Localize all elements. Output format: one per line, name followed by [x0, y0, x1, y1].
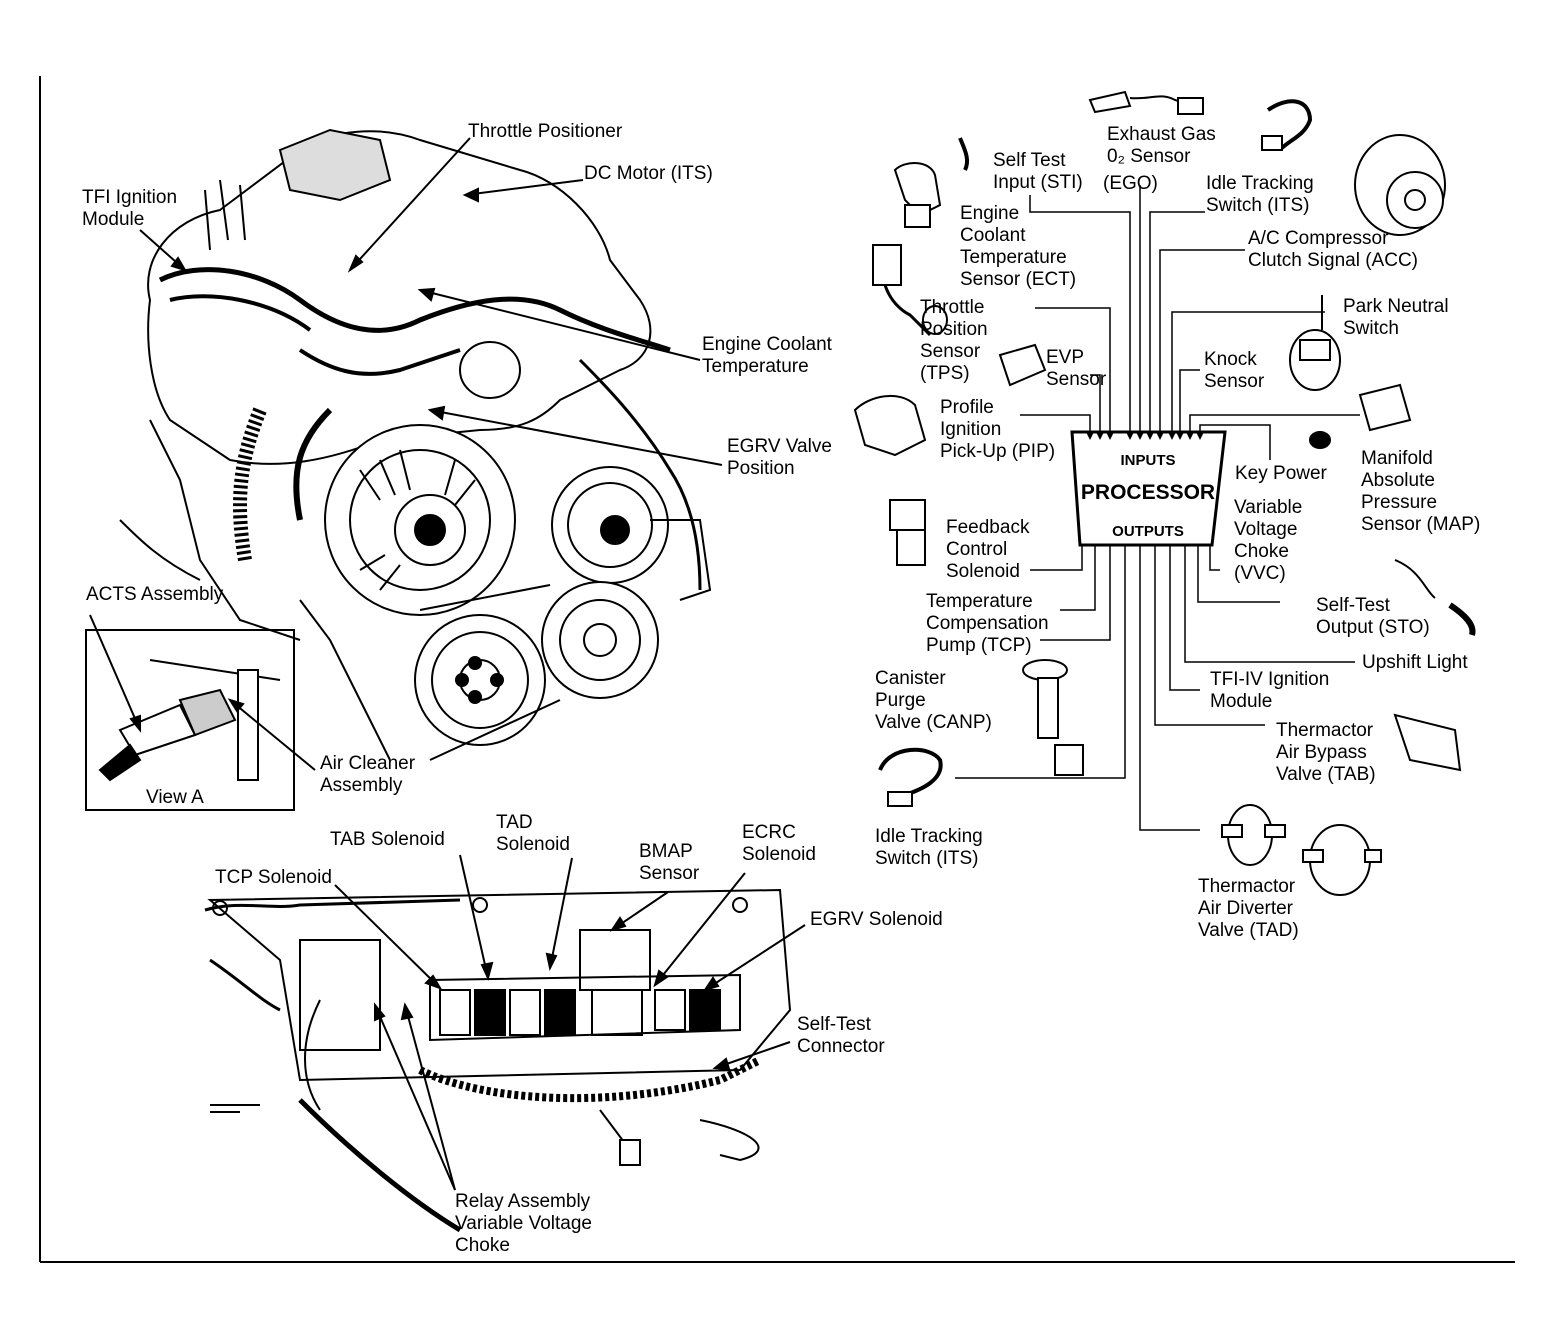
self-test-connector-label: Self-Test Connector	[797, 1014, 885, 1057]
relay-leader-lines	[334, 854, 806, 1191]
idle-tracking-switch-output-label: Idle Tracking Switch (ITS)	[875, 826, 983, 869]
egrv-valve-position-label: EGRV Valve Position	[727, 436, 832, 479]
exhaust-gas-sensor-label: Exhaust Gas 0₂ Sensor	[1107, 124, 1216, 167]
tcp-solenoid-label: TCP Solenoid	[215, 867, 332, 888]
ecrc-solenoid-label: ECRC Solenoid	[742, 822, 816, 865]
tps-sensor-label: Throttle Position Sensor (TPS)	[920, 297, 988, 384]
throttle-positioner-label: Throttle Positioner	[468, 121, 623, 142]
air-cleaner-assembly-label: Air Cleaner Assembly	[320, 753, 416, 796]
engine-coolant-temperature-label: Engine Coolant Temperature	[702, 334, 832, 377]
tcp-pump-label: Temperature Compensation Pump (TCP)	[926, 591, 1049, 656]
map-sensor-label: Manifold Absolute Pressure Sensor (MAP)	[1361, 448, 1481, 535]
ac-compressor-signal-label: A/C Compressor Clutch Signal (ACC)	[1248, 228, 1418, 271]
ego-label: (EGO)	[1103, 173, 1158, 194]
processor-input-wires	[1020, 185, 1360, 460]
dc-motor-label: DC Motor (ITS)	[584, 163, 713, 184]
ect-sensor-label: Engine Coolant Temperature Sensor (ECT)	[960, 203, 1077, 290]
bmap-sensor-label: BMAP Sensor	[639, 841, 700, 884]
tab-solenoid-label: TAB Solenoid	[330, 829, 445, 850]
evp-sensor-label: EVP Sensor	[1046, 347, 1107, 390]
self-test-input-label: Self Test Input (STI)	[993, 150, 1083, 193]
self-test-output-label: Self-Test Output (STO)	[1316, 595, 1430, 638]
tfi-iv-ignition-module-label: TFI-IV Ignition Module	[1210, 669, 1330, 712]
tfi-ignition-module-label: TFI Ignition Module	[82, 187, 178, 230]
view-a-inset	[85, 614, 316, 811]
view-a-label: View A	[146, 787, 204, 808]
canister-purge-valve-label: Canister Purge Valve (CANP)	[875, 668, 992, 733]
variable-voltage-choke-label: Variable Voltage Choke (VVC)	[1234, 497, 1303, 584]
feedback-control-solenoid-label: Feedback Control Solenoid	[946, 517, 1030, 582]
knock-sensor-label: Knock Sensor	[1204, 349, 1265, 392]
page-frame	[39, 76, 1515, 1263]
park-neutral-switch-label: Park Neutral Switch	[1343, 296, 1449, 339]
pip-label: Profile Ignition Pick-Up (PIP)	[940, 397, 1056, 462]
engine-illustration	[119, 128, 712, 761]
key-power-label: Key Power	[1235, 463, 1327, 484]
relay-assembly-label: Relay Assembly Variable Voltage Choke	[455, 1191, 592, 1256]
tad-solenoid-label: TAD Solenoid	[496, 812, 570, 855]
engine-leader-lines	[139, 137, 723, 466]
relay-illustration	[204, 888, 792, 1233]
acts-assembly-label: ACTS Assembly	[86, 584, 224, 605]
processor-output-wires	[955, 545, 1355, 831]
idle-tracking-switch-input-label: Idle Tracking Switch (ITS)	[1206, 173, 1314, 216]
upshift-light-label: Upshift Light	[1362, 652, 1468, 673]
processor-title: PROCESSOR	[1080, 481, 1216, 504]
processor-input-arrows	[1086, 432, 1204, 440]
egrv-solenoid-label: EGRV Solenoid	[810, 909, 943, 930]
component-sketches	[853, 90, 1476, 896]
thermactor-air-diverter-label: Thermactor Air Diverter Valve (TAD)	[1198, 876, 1299, 941]
processor-inputs-label: INPUTS	[1120, 452, 1176, 469]
processor-outputs-label: OUTPUTS	[1112, 523, 1184, 540]
thermactor-air-bypass-label: Thermactor Air Bypass Valve (TAB)	[1276, 720, 1376, 785]
